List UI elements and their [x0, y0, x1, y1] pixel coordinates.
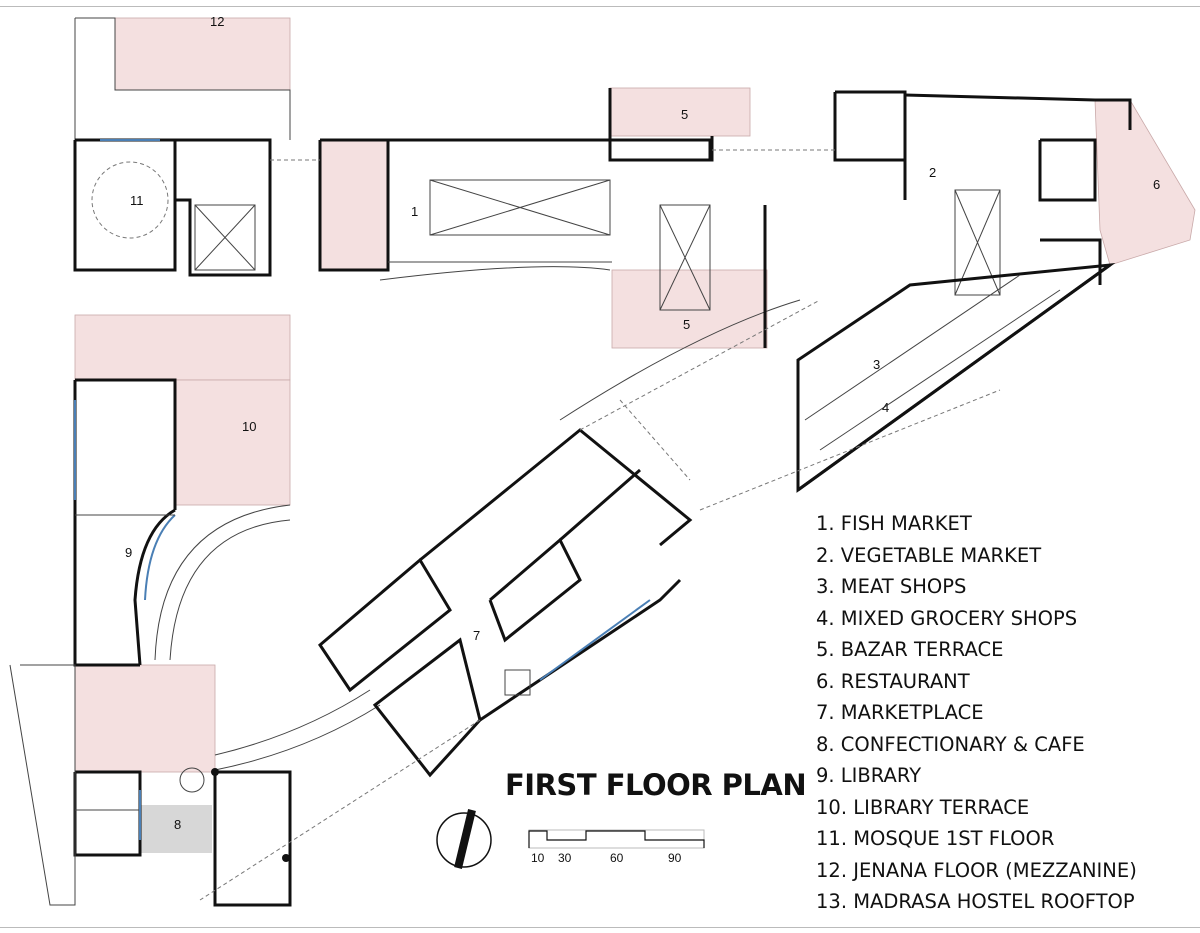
legend-item: 11. MOSQUE 1ST FLOOR	[816, 827, 1055, 850]
room-number-5-bottom: 5	[683, 317, 690, 332]
north-arrow-icon	[436, 809, 492, 869]
room-number-5-top: 5	[681, 107, 688, 122]
scale-bar: 10 30 60 90	[528, 829, 705, 865]
room-number-11: 11	[130, 193, 144, 208]
plan-title: FIRST FLOOR PLAN	[505, 768, 807, 802]
mosque-walls	[73, 138, 177, 272]
legend-item: 13. MADRASA HOSTEL ROOFTOP	[816, 890, 1135, 913]
legend-item: 1. FISH MARKET	[816, 512, 972, 535]
legend-item: 4. MIXED GROCERY SHOPS	[816, 606, 1078, 630]
room-number-1: 1	[411, 204, 418, 219]
scale-label: 10	[531, 851, 545, 865]
terrace-1	[319, 139, 389, 271]
room-number-2: 2	[929, 165, 936, 180]
room-number-8: 8	[174, 817, 181, 832]
scale-label: 60	[610, 851, 624, 865]
terrace-5-bottom	[611, 269, 768, 349]
room-number-4: 4	[882, 400, 889, 415]
legend: 1. FISH MARKET 2. VEGETABLE MARKET 3. ME…	[816, 508, 1137, 918]
legend-item: 12. JENANA FLOOR (MEZZANINE)	[816, 858, 1137, 882]
terrace-10-top	[74, 314, 291, 381]
terrace-5-top	[609, 87, 751, 137]
scale-label: 30	[558, 851, 572, 865]
legend-item: 8. CONFECTIONARY & CAFE	[816, 732, 1085, 756]
legend-item: 7. MARKETPLACE	[816, 701, 984, 724]
legend-item: 2. VEGETABLE MARKET	[816, 543, 1042, 567]
legend-item: 6. RESTAURANT	[816, 669, 970, 693]
terrace-12	[114, 17, 291, 91]
terrace-8	[74, 664, 216, 773]
terrace-6	[1094, 99, 1196, 266]
legend-item: 5. BAZAR TERRACE	[816, 638, 1004, 661]
room-number-7: 7	[473, 628, 480, 643]
room-number-10: 10	[242, 419, 256, 434]
legend-item: 3. MEAT SHOPS	[816, 575, 967, 598]
terrace-10	[174, 379, 291, 506]
legend-item: 9. LIBRARY	[816, 764, 922, 787]
cafe-block	[140, 805, 212, 853]
scale-label: 90	[668, 851, 682, 865]
drawing-frame	[0, 6, 1200, 928]
room-number-9: 9	[125, 545, 132, 560]
room-number-12: 12	[210, 14, 224, 29]
legend-item: 10. LIBRARY TERRACE	[816, 795, 1030, 819]
room-number-6: 6	[1153, 177, 1160, 192]
room-number-3: 3	[873, 357, 880, 372]
